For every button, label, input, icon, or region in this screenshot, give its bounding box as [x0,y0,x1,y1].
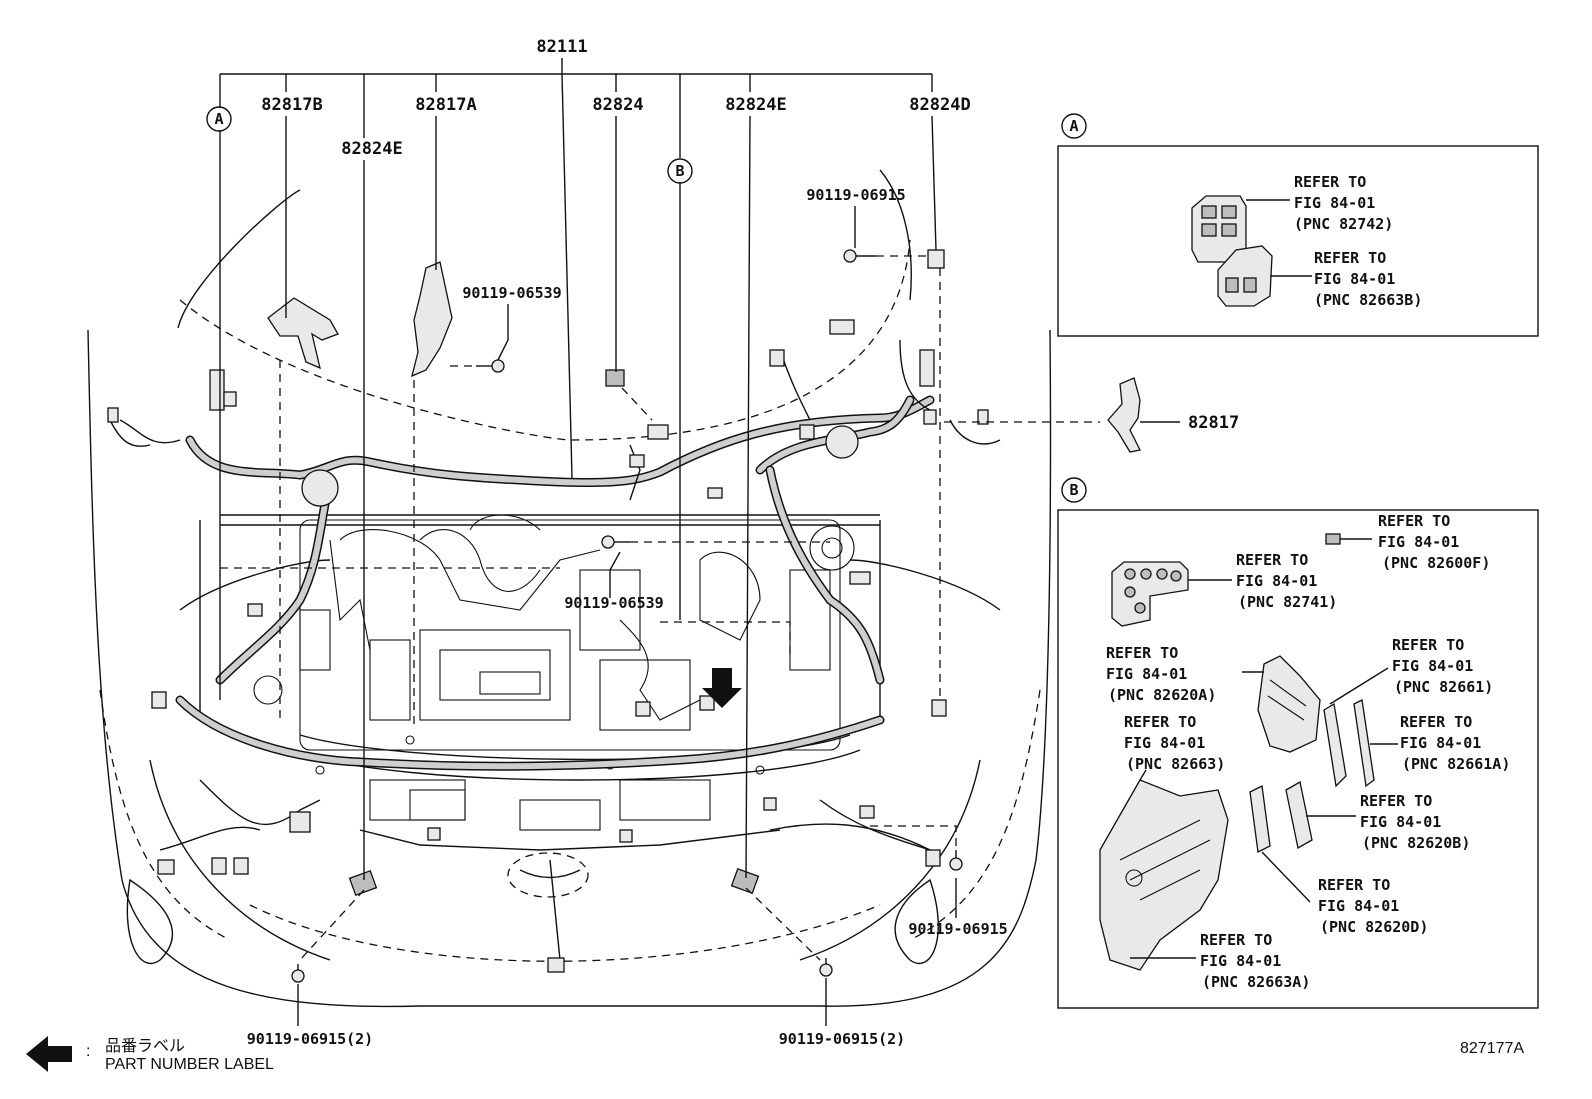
label-82824e-right: 82824E [725,95,786,115]
svg-text:FIG 84-01: FIG 84-01 [1200,952,1281,970]
detail-a-panel: A REFER TO FIG 84-01 (PNC 82742) REFER T… [1057,113,1539,337]
svg-text:(PNC 82742): (PNC 82742) [1294,215,1393,233]
svg-text:REFER TO: REFER TO [1106,644,1178,662]
legend-en-label: PART NUMBER LABEL [105,1056,274,1073]
main-wire-harness [119,339,1001,961]
svg-text:REFER TO: REFER TO [1236,551,1308,569]
svg-text:A: A [214,110,223,128]
label-bolt-right-lower: 90119-06915 [908,920,1007,938]
label-bolt-right-bottom: 90119-06915(2) [779,1030,905,1048]
figure-id: 827177A [1460,1040,1525,1057]
connectors [107,319,989,973]
detail-b-ref-82620b: REFER TO FIG 84-01 (PNC 82620B) [1360,792,1470,852]
svg-text:FIG 84-01: FIG 84-01 [1360,813,1441,831]
svg-text:(PNC 82661): (PNC 82661) [1394,678,1493,696]
part-82817-bracket [1107,377,1141,453]
svg-text:(PNC 82620D): (PNC 82620D) [1320,918,1428,936]
svg-text:(PNC 82663B): (PNC 82663B) [1314,291,1422,309]
svg-text:REFER TO: REFER TO [1294,173,1366,191]
svg-text:REFER TO: REFER TO [1318,876,1390,894]
label-location-arrow [702,668,742,708]
callout-b-marker: B [667,158,693,184]
svg-text:(PNC 82663): (PNC 82663) [1126,755,1225,773]
svg-text:(PNC 82620A): (PNC 82620A) [1108,686,1216,704]
part-82817a-clip [411,261,453,378]
svg-text:REFER TO: REFER TO [1392,636,1464,654]
detail-b-ref-82663: REFER TO FIG 84-01 (PNC 82663) [1124,713,1225,773]
svg-text:REFER TO: REFER TO [1400,713,1472,731]
legend-colon: : [86,1043,91,1060]
detail-b-ref-82741: REFER TO FIG 84-01 (PNC 82741) [1236,551,1337,611]
svg-text:REFER TO: REFER TO [1360,792,1432,810]
svg-text:(PNC 82741): (PNC 82741) [1238,593,1337,611]
bolt-icon [291,249,963,983]
vehicle-body-outline [87,169,1052,1008]
svg-text:REFER TO: REFER TO [1200,931,1272,949]
detail-b-ref-82663a: REFER TO FIG 84-01 (PNC 82663A) [1200,931,1310,991]
detail-b-ref-82620a: REFER TO FIG 84-01 (PNC 82620A) [1106,644,1216,704]
label-bolt-center: 90119-06539 [564,594,663,612]
svg-text:(PNC 82620B): (PNC 82620B) [1362,834,1470,852]
label-82817b: 82817B [261,95,322,115]
label-82824d: 82824D [909,95,970,115]
svg-text:A: A [1069,117,1078,135]
part-82824d-clip [927,249,945,269]
svg-text:B: B [1069,481,1078,499]
label-82817a: 82817A [415,95,476,115]
label-82111: 82111 [536,37,587,57]
svg-text:(PNC 82600F): (PNC 82600F) [1382,554,1490,572]
svg-text:(PNC 82661A): (PNC 82661A) [1402,755,1510,773]
detail-b-ref-82661: REFER TO FIG 84-01 (PNC 82661) [1392,636,1493,696]
svg-text:FIG 84-01: FIG 84-01 [1400,734,1481,752]
part-82817b-bracket [267,297,339,370]
svg-text:B: B [675,162,684,180]
legend-jp-label: 品番ラベル [105,1038,186,1055]
svg-text:FIG 84-01: FIG 84-01 [1392,657,1473,675]
detail-a-ref-82742: REFER TO FIG 84-01 (PNC 82742) [1294,173,1393,233]
detail-b-ref-82620d: REFER TO FIG 84-01 (PNC 82620D) [1318,876,1428,936]
svg-text:FIG 84-01: FIG 84-01 [1236,572,1317,590]
label-bolt-top-right: 90119-06915 [806,186,905,204]
label-bolt-clip-a: 90119-06539 [462,284,561,302]
svg-text:(PNC 82663A): (PNC 82663A) [1202,973,1310,991]
svg-text:FIG 84-01: FIG 84-01 [1294,194,1375,212]
svg-text:REFER TO: REFER TO [1124,713,1196,731]
detail-b-ref-82600f: REFER TO FIG 84-01 (PNC 82600F) [1378,512,1490,572]
callout-a-marker: A [206,106,232,132]
svg-text:FIG 84-01: FIG 84-01 [1314,270,1395,288]
svg-text:FIG 84-01: FIG 84-01 [1124,734,1205,752]
label-82824e-left: 82824E [341,139,402,159]
svg-text:FIG 84-01: FIG 84-01 [1106,665,1187,683]
engine-bay [199,514,881,851]
svg-text:REFER TO: REFER TO [1314,249,1386,267]
label-82817: 82817 [1188,413,1239,433]
label-82824: 82824 [592,95,643,115]
svg-text:REFER TO: REFER TO [1378,512,1450,530]
label-bolt-left-bottom: 90119-06915(2) [247,1030,373,1048]
leader-lines [219,58,1180,1026]
detail-a-ref-82663b: REFER TO FIG 84-01 (PNC 82663B) [1314,249,1422,309]
detail-b-ref-82661a: REFER TO FIG 84-01 (PNC 82661A) [1400,713,1510,773]
legend-arrow-icon [26,1036,72,1072]
svg-text:FIG 84-01: FIG 84-01 [1378,533,1459,551]
svg-text:FIG 84-01: FIG 84-01 [1318,897,1399,915]
detail-b-panel: B REFER TO [1057,477,1539,1009]
